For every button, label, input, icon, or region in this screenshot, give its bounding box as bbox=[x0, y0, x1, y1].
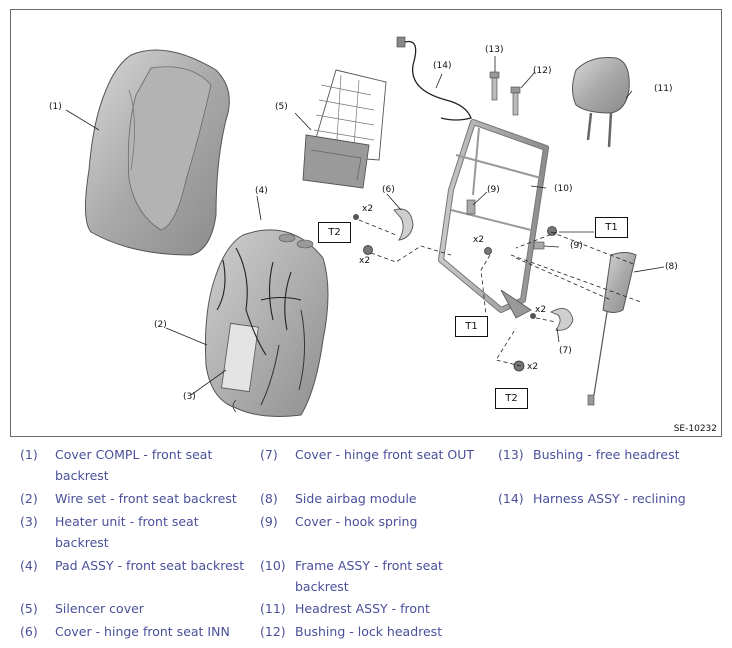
callout-13: (13) bbox=[485, 45, 504, 55]
callout-5: (5) bbox=[275, 102, 288, 112]
legend-text: Cover COMPL - front seat bbox=[55, 447, 213, 462]
callout-9-lower: (9) bbox=[570, 241, 583, 251]
legend-num: (11) bbox=[260, 601, 286, 616]
legend-num: (12) bbox=[260, 624, 286, 639]
exploded-view-figure: (1) (2) (3) (4) (5) (6) (7) (8) (9) (9) … bbox=[10, 9, 722, 437]
legend-text: Cover - hinge front seat INN bbox=[55, 624, 230, 639]
legend-text: Cover - hook spring bbox=[295, 514, 418, 529]
torque-label-t2-left: T2 bbox=[318, 222, 351, 243]
quantity-marker-3: x2 bbox=[473, 235, 485, 245]
legend-num: (1) bbox=[20, 447, 38, 462]
callout-8: (8) bbox=[665, 262, 678, 272]
callout-6: (6) bbox=[382, 185, 395, 195]
legend-text: Cover - hinge front seat OUT bbox=[295, 447, 475, 462]
headrest-part bbox=[572, 57, 630, 148]
backrest-cover-part bbox=[84, 49, 230, 256]
legend-num: (10) bbox=[260, 558, 286, 573]
legend-num: (14) bbox=[498, 491, 524, 506]
backrest-frame-part bbox=[438, 119, 549, 319]
legend-text: Silencer cover bbox=[55, 601, 144, 616]
callout-12: (12) bbox=[533, 66, 552, 76]
parts-legend: (1) Cover COMPL - front seat backrest (2… bbox=[20, 444, 720, 644]
legend-text: Bushing - lock headrest bbox=[295, 624, 443, 639]
torque-label-t1-mid: T1 bbox=[455, 316, 488, 337]
legend-text: Harness ASSY - reclining bbox=[533, 491, 686, 506]
legend-num: (8) bbox=[260, 491, 278, 506]
legend-text-cont: backrest bbox=[55, 468, 109, 483]
callout-10: (10) bbox=[554, 184, 573, 194]
diagram-id-label: SE-10232 bbox=[673, 424, 717, 434]
quantity-marker-1: x2 bbox=[362, 204, 374, 214]
legend-num: (13) bbox=[498, 447, 524, 462]
lock-headrest-bushing-part bbox=[510, 86, 521, 116]
legend-text: Side airbag module bbox=[295, 491, 417, 506]
legend-text-cont: backrest bbox=[55, 535, 109, 550]
dashed-assembly-lines bbox=[358, 219, 642, 367]
legend-num: (2) bbox=[20, 491, 38, 506]
hinge-cover-out-part bbox=[549, 307, 574, 331]
wire-set-part bbox=[216, 247, 302, 356]
pad-assy-part bbox=[204, 229, 329, 417]
callout-14: (14) bbox=[433, 61, 452, 71]
callout-7: (7) bbox=[559, 346, 572, 356]
callout-1: (1) bbox=[49, 102, 62, 112]
callout-9-upper: (9) bbox=[487, 185, 500, 195]
legend-text: Heater unit - front seat bbox=[55, 514, 199, 529]
hook-spring-cover-upper bbox=[466, 199, 476, 215]
hook-spring-cover-lower bbox=[533, 241, 545, 250]
callout-3: (3) bbox=[183, 392, 196, 402]
quantity-marker-4: x2 bbox=[535, 305, 547, 315]
callout-2: (2) bbox=[154, 320, 167, 330]
legend-num: (3) bbox=[20, 514, 38, 529]
legend-text: Pad ASSY - front seat backrest bbox=[55, 558, 245, 573]
torque-label-t2-bottom: T2 bbox=[495, 388, 528, 409]
legend-item-1: (1) Cover COMPL - front seat backrest bbox=[20, 444, 260, 486]
legend-num: (5) bbox=[20, 601, 38, 616]
hinge-cover-inn-part bbox=[393, 208, 414, 241]
legend-text: Wire set - front seat backrest bbox=[55, 491, 237, 506]
quantity-marker-5: x2 bbox=[527, 362, 539, 372]
legend-item-10: (10) Frame ASSY - front seat backrest bbox=[260, 555, 495, 597]
quantity-marker-2: x2 bbox=[359, 256, 371, 266]
reclining-harness-part bbox=[396, 36, 472, 121]
parts-drawing bbox=[65, 36, 665, 417]
legend-num: (4) bbox=[20, 558, 38, 573]
legend-num: (9) bbox=[260, 514, 278, 529]
legend-text: Bushing - free headrest bbox=[533, 447, 680, 462]
silencer-cover-part bbox=[302, 69, 387, 189]
torque-label-t1-right: T1 bbox=[595, 217, 628, 238]
legend-num: (6) bbox=[20, 624, 38, 639]
side-airbag-part bbox=[587, 252, 637, 406]
callout-4: (4) bbox=[255, 186, 268, 196]
legend-num: (7) bbox=[260, 447, 278, 462]
legend-text: Frame ASSY - front seat bbox=[295, 558, 443, 573]
free-headrest-bushing-part bbox=[489, 71, 500, 101]
leader-lines bbox=[65, 56, 665, 396]
legend-text: Headrest ASSY - front bbox=[295, 601, 430, 616]
callout-11: (11) bbox=[654, 84, 673, 94]
heater-unit-part bbox=[221, 322, 259, 393]
legend-text-cont: backrest bbox=[295, 579, 349, 594]
